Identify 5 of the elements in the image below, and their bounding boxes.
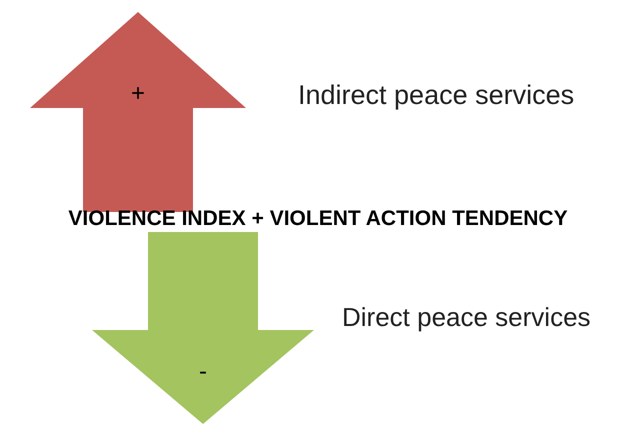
heading-text: VIOLENCE INDEX + VIOLENT ACTION TENDENCY: [68, 208, 568, 229]
sign-text: +: [131, 82, 145, 106]
arrow-caption: Direct peace services: [342, 304, 591, 330]
arrow-caption: Indirect peace services: [298, 82, 574, 109]
sign-text: -: [199, 360, 207, 384]
